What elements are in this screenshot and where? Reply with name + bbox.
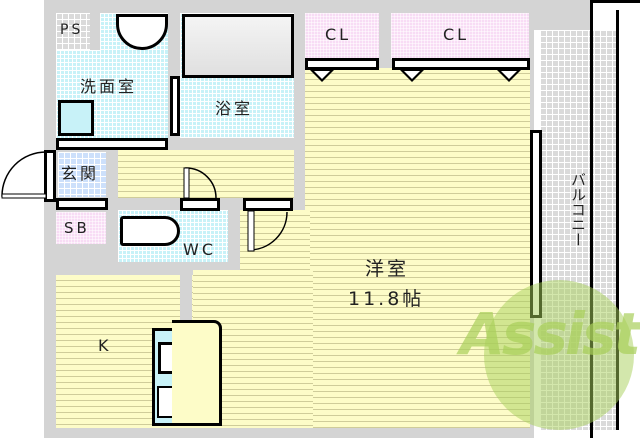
washroom-bottom-wall bbox=[56, 138, 168, 150]
toilet-icon bbox=[120, 216, 180, 246]
bathroom-door[interactable] bbox=[170, 76, 180, 136]
washing-machine-icon bbox=[58, 100, 94, 136]
bathtub-icon bbox=[182, 14, 294, 78]
western-room-label: 洋室 bbox=[365, 258, 410, 280]
entrance-label: 玄関 bbox=[61, 164, 100, 183]
western-room-size: 11.8帖 bbox=[348, 288, 425, 310]
shoe-box: SB bbox=[56, 212, 106, 244]
bathroom-label: 浴室 bbox=[215, 99, 254, 118]
kitchen-label: K bbox=[98, 336, 112, 355]
closet-1-door-swing-icon bbox=[310, 70, 334, 82]
closet-2: CL bbox=[391, 13, 529, 59]
balcony-railing-inner bbox=[616, 10, 622, 430]
kitchen-partition bbox=[180, 272, 192, 322]
room-door[interactable] bbox=[243, 198, 293, 211]
balcony-label: バルコニー bbox=[569, 172, 587, 247]
toilet-door[interactable] bbox=[180, 198, 220, 211]
closet-2-door-swing-right-icon bbox=[497, 70, 521, 82]
ps-label: PS bbox=[60, 22, 84, 38]
balcony-wall-top bbox=[530, 0, 590, 30]
closet-2-door-swing-left-icon bbox=[400, 70, 424, 82]
room-door-swing-icon bbox=[247, 210, 288, 252]
toilet-door-swing-icon bbox=[183, 167, 217, 199]
shoe-box-label: SB bbox=[64, 219, 90, 237]
closet-2-label: CL bbox=[443, 25, 470, 44]
closet-1-door[interactable] bbox=[305, 58, 379, 70]
hall-floor bbox=[118, 150, 294, 198]
front-door-swing-icon bbox=[1, 151, 47, 199]
entrance-step bbox=[56, 198, 108, 210]
entrance bbox=[58, 152, 106, 197]
balcony-railing bbox=[590, 0, 640, 438]
toilet-label: WC bbox=[183, 240, 216, 259]
closet-2-door[interactable] bbox=[392, 58, 530, 70]
watermark-text: Assist bbox=[460, 300, 640, 368]
fridge-space bbox=[172, 320, 222, 426]
closet-1: CL bbox=[305, 13, 379, 59]
closet-1-label: CL bbox=[325, 25, 352, 44]
ps-shaft: PS bbox=[56, 13, 90, 50]
washroom-label: 洗面室 bbox=[80, 77, 138, 96]
front-door[interactable] bbox=[44, 150, 56, 202]
watermark-circle bbox=[484, 280, 634, 430]
